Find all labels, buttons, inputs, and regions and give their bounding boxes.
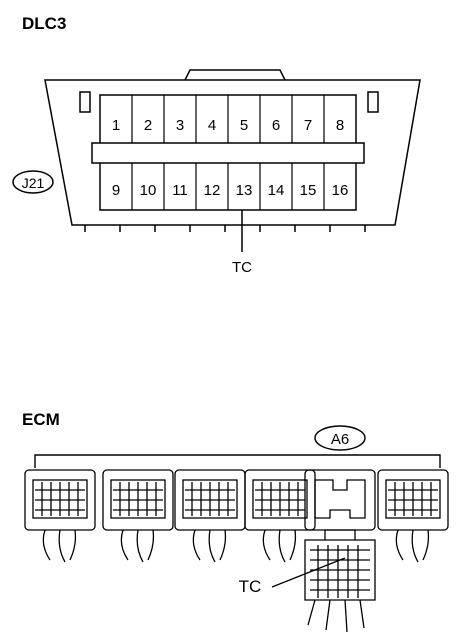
dlc3-housing: [44, 79, 421, 226]
pin-label-bottom: 12: [204, 182, 221, 199]
pin-label-bottom: 10: [140, 182, 157, 199]
pin-label-bottom: 9: [112, 182, 120, 199]
ecm-title: ECM: [22, 410, 60, 429]
ecm-code-label: A6: [331, 431, 349, 448]
pin-label-top: 6: [272, 117, 280, 134]
ecm-connector-block: [174, 469, 246, 563]
dlc3-code-ellipse: [12, 170, 54, 194]
pin-label-top: 8: [336, 117, 344, 134]
dlc3-tc-label: TC: [232, 259, 252, 276]
pin-label-bottom: 13: [236, 182, 253, 199]
dlc3-key: [184, 69, 286, 81]
dlc3-teeth: [84, 225, 366, 232]
pin-label-top: 3: [176, 117, 184, 134]
pin-label-top: 2: [144, 117, 152, 134]
ecm-a6-plug: [304, 529, 376, 633]
ecm-connector-block: [244, 469, 316, 563]
pin-label-top: 5: [240, 117, 248, 134]
ecm-connector-block: [24, 469, 96, 563]
ecm-code-ellipse: [314, 425, 366, 451]
dlc3-code-label: J21: [22, 175, 45, 191]
pin-label-bottom: 14: [268, 182, 285, 199]
ecm-connector-block: [102, 469, 174, 563]
pin-label-bottom: 15: [300, 182, 317, 199]
dlc3-title: DLC3: [22, 14, 67, 33]
ecm-tc-leader: [271, 557, 346, 588]
pin-label-top: 4: [208, 117, 216, 134]
pin-label-top: 1: [112, 117, 120, 134]
ecm-connector-block: [377, 469, 449, 563]
pin-label-bottom: 16: [332, 182, 349, 199]
dlc3-slot-left: [79, 91, 91, 113]
ecm-connectors: [24, 469, 449, 563]
ecm-tc-label: TC: [239, 577, 262, 596]
dlc3-center-bar: [91, 142, 365, 164]
pin-label-bottom: 11: [172, 182, 188, 199]
ecm-bracket: [34, 454, 441, 468]
pin-label-top: 7: [304, 117, 312, 134]
dlc3-slot-right: [367, 91, 379, 113]
